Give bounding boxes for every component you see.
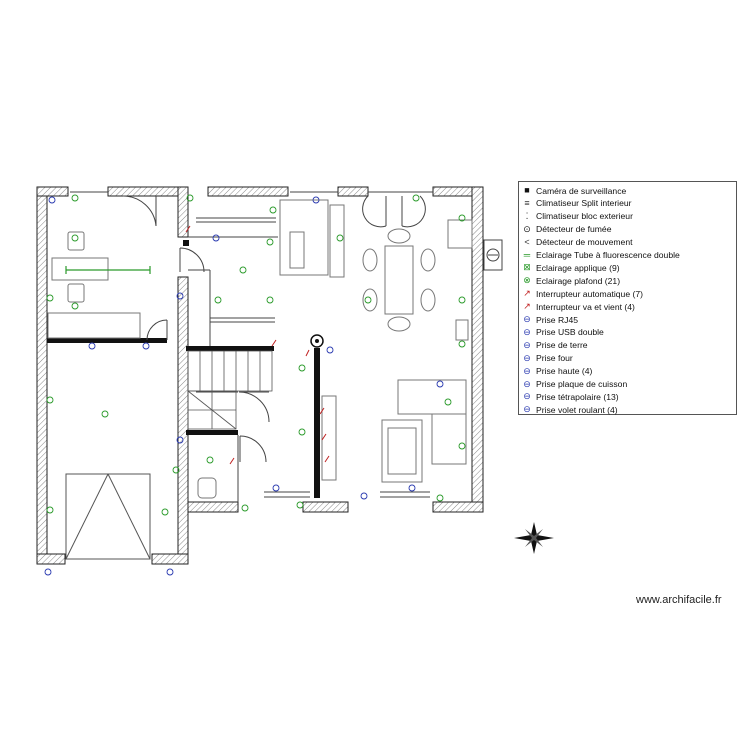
legend-item: ⊗ Eclairage plafond (21): [521, 274, 620, 287]
legend-item: ⊖ Prise four: [521, 352, 573, 365]
exterior-walls: [36, 186, 484, 565]
rj45-socket-icon: ⊖: [523, 314, 531, 324]
smoke-detector: [310, 334, 324, 348]
outdoor-ac-unit: [483, 239, 503, 271]
sockets: [44, 196, 444, 576]
compass-rose-icon: [514, 522, 554, 554]
camera-icon: ■: [524, 185, 530, 195]
legend-item-label: Prise haute (4): [536, 366, 593, 377]
legend-item-label: Eclairage applique (9): [536, 262, 620, 273]
motion-detector-icon: <: [524, 236, 530, 247]
high-socket-icon: ⊖: [523, 365, 531, 376]
legend-item: ⁚ Climatiseur bloc exterieur: [521, 210, 633, 223]
ceiling-lights: [46, 194, 466, 516]
legend-item-label: Prise volet roulant (4): [536, 404, 618, 415]
staircase: [187, 350, 273, 430]
oven-socket-icon: ⊖: [523, 352, 531, 363]
legend-item-label: Détecteur de fumée: [536, 224, 612, 235]
legend-panel: ■ Caméra de surveillance ≡ Climatiseur Spli…: [518, 181, 737, 415]
legend-item: ═ Eclairage Tube à fluorescence double: [521, 249, 680, 262]
legend-item: ⊖ Prise volet roulant (4): [521, 403, 618, 416]
two-way-switch-icon: ↗: [523, 301, 531, 312]
legend-item-label: Prise plaque de cuisson: [536, 379, 628, 389]
legend-item: ■ Caméra de surveillance: [521, 184, 626, 197]
legend-item-label: Interrupteur va et vient (4): [536, 301, 635, 312]
watermark: www.archifacile.fr: [636, 594, 722, 606]
legend-item: ⊖ Prise tétrapolaire (13): [521, 390, 619, 403]
legend-item: ↗ Interrupteur automatique (7): [521, 287, 643, 300]
garage-door: [65, 473, 151, 560]
legend-item: ⊖ Prise USB double: [521, 326, 604, 339]
legend-item-label: Caméra de surveillance: [536, 185, 627, 196]
legend-item: ↗ Interrupteur va et vient (4): [521, 300, 635, 313]
legend-item: ⊙ Détecteur de fumée: [521, 223, 611, 236]
legend-item: ⊠ Eclairage applique (9): [521, 261, 620, 274]
four-pole-socket-icon: ⊖: [523, 391, 531, 402]
shutter-socket-icon: ⊖: [523, 404, 531, 415]
legend-item: ⊖ Prise haute (4): [521, 365, 592, 378]
legend-item-label: Prise tétrapolaire (13): [536, 391, 619, 402]
legend-item-label: Eclairage plafond (21): [536, 275, 621, 286]
legend-item: < Détecteur de mouvement: [521, 236, 633, 249]
ceiling-light-icon: ⊗: [523, 275, 531, 286]
legend-item-label: Eclairage Tube à fluorescence double: [536, 250, 680, 260]
split-ac-icon: ≡: [524, 197, 530, 208]
wall-light-icon: ⊠: [523, 262, 531, 273]
legend-item-label: Interrupteur automatique (7): [536, 288, 644, 299]
outdoor-ac-icon: ⁚: [525, 210, 529, 221]
fluorescent-tube-light: [65, 266, 151, 274]
usb-socket-icon: ⊖: [523, 326, 531, 337]
legend-item: ⊖ Prise plaque de cuisson: [521, 378, 627, 391]
furniture: [47, 199, 473, 499]
switches: [185, 225, 330, 465]
legend-item-label: Détecteur de mouvement: [536, 237, 633, 248]
auto-switch-icon: ↗: [523, 288, 531, 299]
earth-socket-icon: ⊖: [523, 339, 531, 350]
doors: [122, 195, 426, 463]
legend-item: ⊖ Prise de terre: [521, 339, 588, 352]
fluorescent-tube-icon: ═: [523, 249, 531, 260]
legend-item-label: Prise de terre: [536, 340, 588, 351]
legend-item-label: Climatiseur bloc exterieur: [536, 211, 633, 222]
interior-walls: [47, 240, 320, 498]
legend-item: ≡ Climatiseur Split interieur: [521, 197, 632, 210]
legend-item-label: Prise USB double: [536, 327, 604, 338]
legend-item-label: Prise RJ45: [536, 314, 579, 325]
hob-socket-icon: ⊖: [523, 378, 531, 389]
smoke-detector-icon: ⊙: [523, 223, 531, 234]
legend-item-label: Climatiseur Split interieur: [536, 198, 632, 209]
legend-item-label: Prise four: [536, 353, 573, 364]
legend-item: ⊖ Prise RJ45: [521, 313, 578, 326]
